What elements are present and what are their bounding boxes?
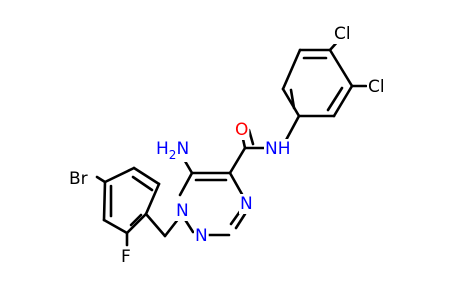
bond	[144, 212, 167, 238]
atom-label-background	[194, 226, 209, 246]
fluorine-label: F	[121, 247, 131, 267]
atom-label-background	[239, 194, 254, 214]
bond	[102, 180, 107, 222]
atom-labels: Cl Cl O NH H2N Br N N N F	[68, 24, 386, 267]
bond	[103, 166, 136, 184]
atom-label-background	[333, 24, 352, 44]
bond	[234, 212, 247, 230]
bond	[132, 166, 161, 186]
triazole-n1-label: N	[176, 201, 189, 221]
atom-label-background	[175, 201, 190, 221]
bond	[178, 171, 194, 197]
bond	[281, 48, 302, 91]
chlorine-label-right: Cl	[368, 77, 385, 97]
oxygen-label: O	[235, 120, 248, 140]
bond	[144, 182, 161, 216]
bond	[328, 48, 354, 88]
amide-nitrogen-label: NH	[265, 139, 291, 159]
bond	[125, 212, 148, 235]
bond	[129, 213, 143, 227]
triazole-n3-label: N	[240, 194, 253, 214]
atom-label-background	[155, 139, 191, 162]
atom-label-background	[264, 139, 292, 159]
bond	[228, 171, 245, 198]
atom-label-background	[367, 77, 386, 97]
bond	[102, 218, 129, 235]
bond	[332, 84, 354, 118]
bond	[281, 87, 301, 118]
atom-label-background	[120, 247, 132, 267]
bond	[247, 128, 255, 146]
bond	[326, 86, 344, 112]
bromine-label: Br	[69, 169, 88, 189]
bond	[283, 114, 301, 144]
bond	[131, 175, 154, 192]
atom-label-background	[234, 120, 250, 140]
amino-group-label: H2N	[156, 139, 189, 162]
triazole-n2-label: N	[195, 226, 208, 246]
bond	[95, 175, 107, 184]
atom-label-background	[68, 169, 89, 189]
bond	[289, 88, 296, 110]
bond	[228, 146, 247, 175]
bonds	[95, 38, 368, 247]
chlorine-label-top: Cl	[334, 24, 351, 44]
